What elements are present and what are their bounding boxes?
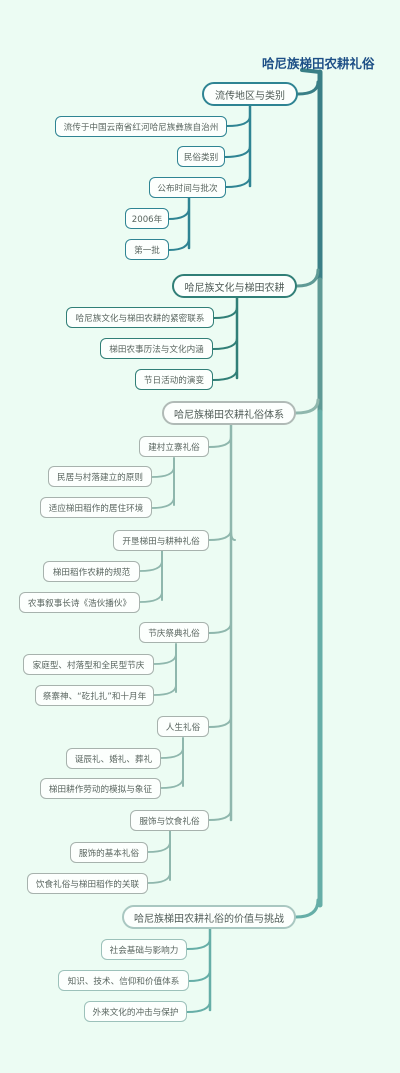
leaf-village-custom[interactable]: 建村立寨礼俗 (139, 436, 209, 457)
leaf-festival-types[interactable]: 家庭型、村落型和全民型节庆 (23, 654, 154, 675)
leaf-knowledge-system[interactable]: 知识、技术、信仰和价值体系 (58, 970, 189, 991)
leaf-external-impact[interactable]: 外来文化的冲击与保护 (84, 1001, 187, 1022)
leaf-life-custom[interactable]: 人生礼俗 (157, 716, 209, 737)
leaf-worship[interactable]: 祭寨神、“矻扎扎”和十月年 (35, 685, 154, 706)
leaf-region[interactable]: 流传于中国云南省红河哈尼族彝族自治州 (55, 116, 227, 137)
leaf-living-environment[interactable]: 适应梯田稻作的居住环境 (40, 497, 152, 518)
leaf-narrative-poem[interactable]: 农事叙事长诗《浩伙播伙》 (19, 592, 140, 613)
leaf-category[interactable]: 民俗类别 (177, 146, 225, 167)
leaf-food-relation[interactable]: 饮食礼俗与梯田稻作的关联 (27, 873, 148, 894)
leaf-clothing-basic[interactable]: 服饰的基本礼俗 (70, 842, 148, 863)
leaf-publish-time[interactable]: 公布时间与批次 (149, 177, 226, 198)
leaf-farming-norm[interactable]: 梯田稻作农耕的规范 (43, 561, 140, 582)
root-title[interactable]: 哈尼族梯田农耕礼俗 (262, 56, 375, 71)
branch-value-challenge[interactable]: 哈尼族梯田农耕礼俗的价值与挑战 (122, 905, 296, 929)
leaf-close-relation[interactable]: 哈尼族文化与梯田农耕的紧密联系 (66, 307, 214, 328)
leaf-reclaim-custom[interactable]: 开垦梯田与耕种礼俗 (113, 530, 209, 551)
leaf-festival-evolution[interactable]: 节日活动的演变 (135, 369, 213, 390)
leaf-year-2006[interactable]: 2006年 (125, 208, 169, 229)
leaf-festival-custom[interactable]: 节庆祭典礼俗 (139, 622, 209, 643)
leaf-birth-wedding-funeral[interactable]: 诞辰礼、婚礼、葬礼 (66, 748, 161, 769)
leaf-village-principle[interactable]: 民居与村落建立的原则 (48, 466, 152, 487)
leaf-social-foundation[interactable]: 社会基础与影响力 (101, 939, 187, 960)
leaf-clothing-food[interactable]: 服饰与饮食礼俗 (130, 810, 209, 831)
leaf-farming-calendar[interactable]: 梯田农事历法与文化内涵 (100, 338, 213, 359)
branch-custom-system[interactable]: 哈尼族梯田农耕礼俗体系 (162, 401, 296, 425)
leaf-labor-symbol[interactable]: 梯田耕作劳动的模拟与象征 (40, 778, 161, 799)
branch-culture-farming[interactable]: 哈尼族文化与梯田农耕 (172, 274, 297, 298)
branch-region-category[interactable]: 流传地区与类别 (202, 82, 298, 106)
leaf-first-batch[interactable]: 第一批 (125, 239, 169, 260)
